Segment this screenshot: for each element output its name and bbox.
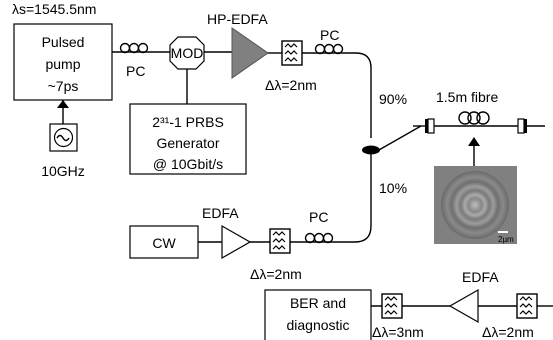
pc2-coils-icon [314,43,344,55]
pc2-label: PC [320,27,339,43]
filter4-icon [516,293,538,319]
pulsed-pump-label-3: ~7ps [48,78,79,94]
pc3-coils-icon [304,232,334,244]
clock-arrow-head [57,100,69,108]
cw-box [129,225,199,259]
clock-label: 10GHz [41,163,85,179]
fibre-coil-icon [458,111,490,125]
image-arrow-head [468,137,480,146]
prbs-box [129,103,247,175]
fiber-to-coupler-top [355,52,372,138]
filter4-label: Δλ=2nm [482,324,534,340]
ber-label-2: diagnostic [286,317,349,333]
edfa2-amplifier-icon [448,288,479,324]
ber-label-1: BER and [290,295,346,311]
edfa2-label: EDFA [462,269,499,285]
fibre-rings [441,171,509,239]
pulsed-pump-label-1: Pulsed [42,34,85,50]
pc1-coils-icon [119,42,149,54]
pc1-label: PC [126,63,145,79]
filter3-label: Δλ=3nm [372,324,424,340]
filter1-label: Δλ=2nm [265,77,317,93]
fibre-label: 1.5m fibre [436,89,498,105]
split-90-label: 90% [379,91,407,107]
edfa-amplifier-icon [221,224,252,260]
modulator-box [169,36,205,70]
lambda-s-label: λs=1545.5nm [12,1,96,17]
prbs-label-3: @ 10Gbit/s [153,156,223,172]
hp-edfa-label: HP-EDFA [207,11,268,27]
connector1-icon [425,118,435,134]
split-10-label: 10% [379,180,407,196]
pulsed-pump-box [13,23,113,101]
filter1-icon [281,40,303,66]
connector2-icon [517,118,527,134]
fiber-coupler-cw [335,154,372,243]
modulator-label: MOD [171,45,204,61]
sine-icon [56,134,70,142]
prbs-label-2: Generator [156,135,219,151]
filter2-icon [269,228,291,254]
filter3-icon [381,293,403,319]
ber-box [264,289,372,340]
edfa-label: EDFA [202,205,239,221]
hp-edfa-amplifier-icon [231,27,269,79]
pulsed-pump-label-2: pump [45,56,80,72]
fiber-coupler-out [378,125,422,151]
scale-label: 2µm [498,235,514,244]
cw-label: CW [152,235,176,251]
filter2-label: Δλ=2nm [250,266,302,282]
coupler-icon [362,145,380,155]
pc3-label: PC [309,209,328,225]
prbs-label-1: 2³¹-1 PRBS [152,114,224,130]
